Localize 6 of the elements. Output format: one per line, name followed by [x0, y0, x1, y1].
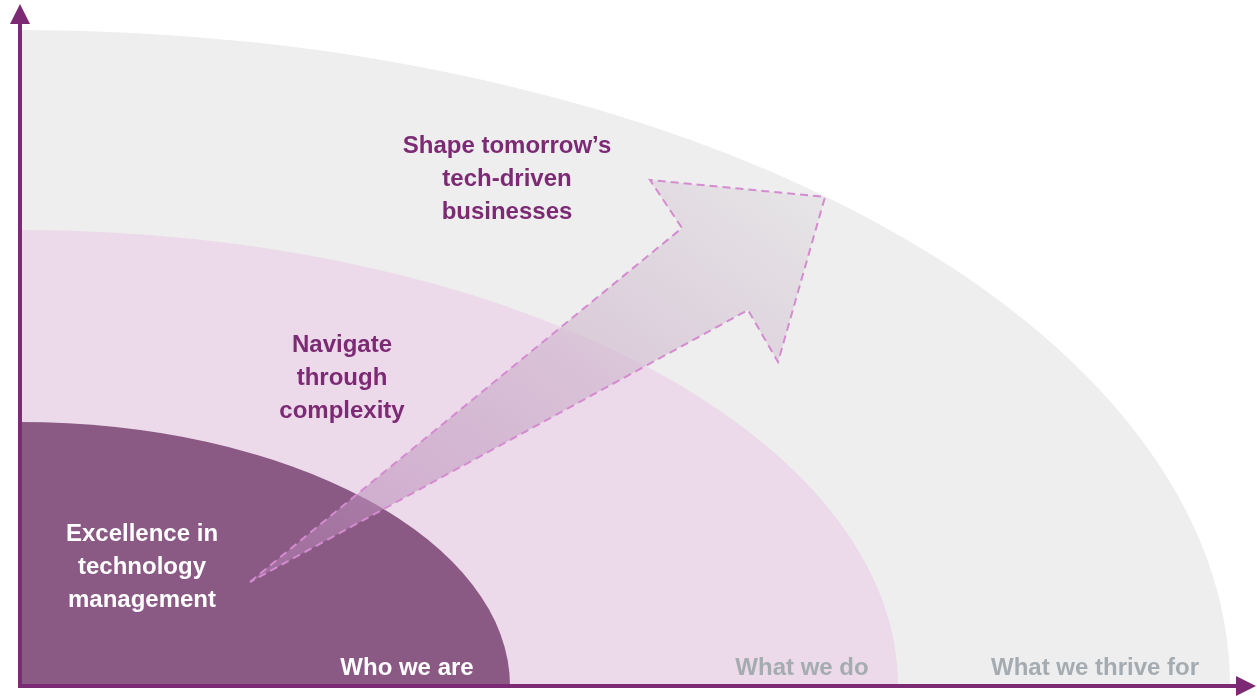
band-label: Who we are	[339, 652, 475, 682]
band-label: What we do	[734, 652, 870, 682]
band-heading: Navigate through complexity	[278, 329, 406, 425]
band-heading: Excellence in technology management	[64, 518, 220, 614]
band-heading: Shape tomorrow’s tech-driven businesses	[401, 130, 613, 226]
band-label: What we thrive for	[990, 652, 1200, 682]
